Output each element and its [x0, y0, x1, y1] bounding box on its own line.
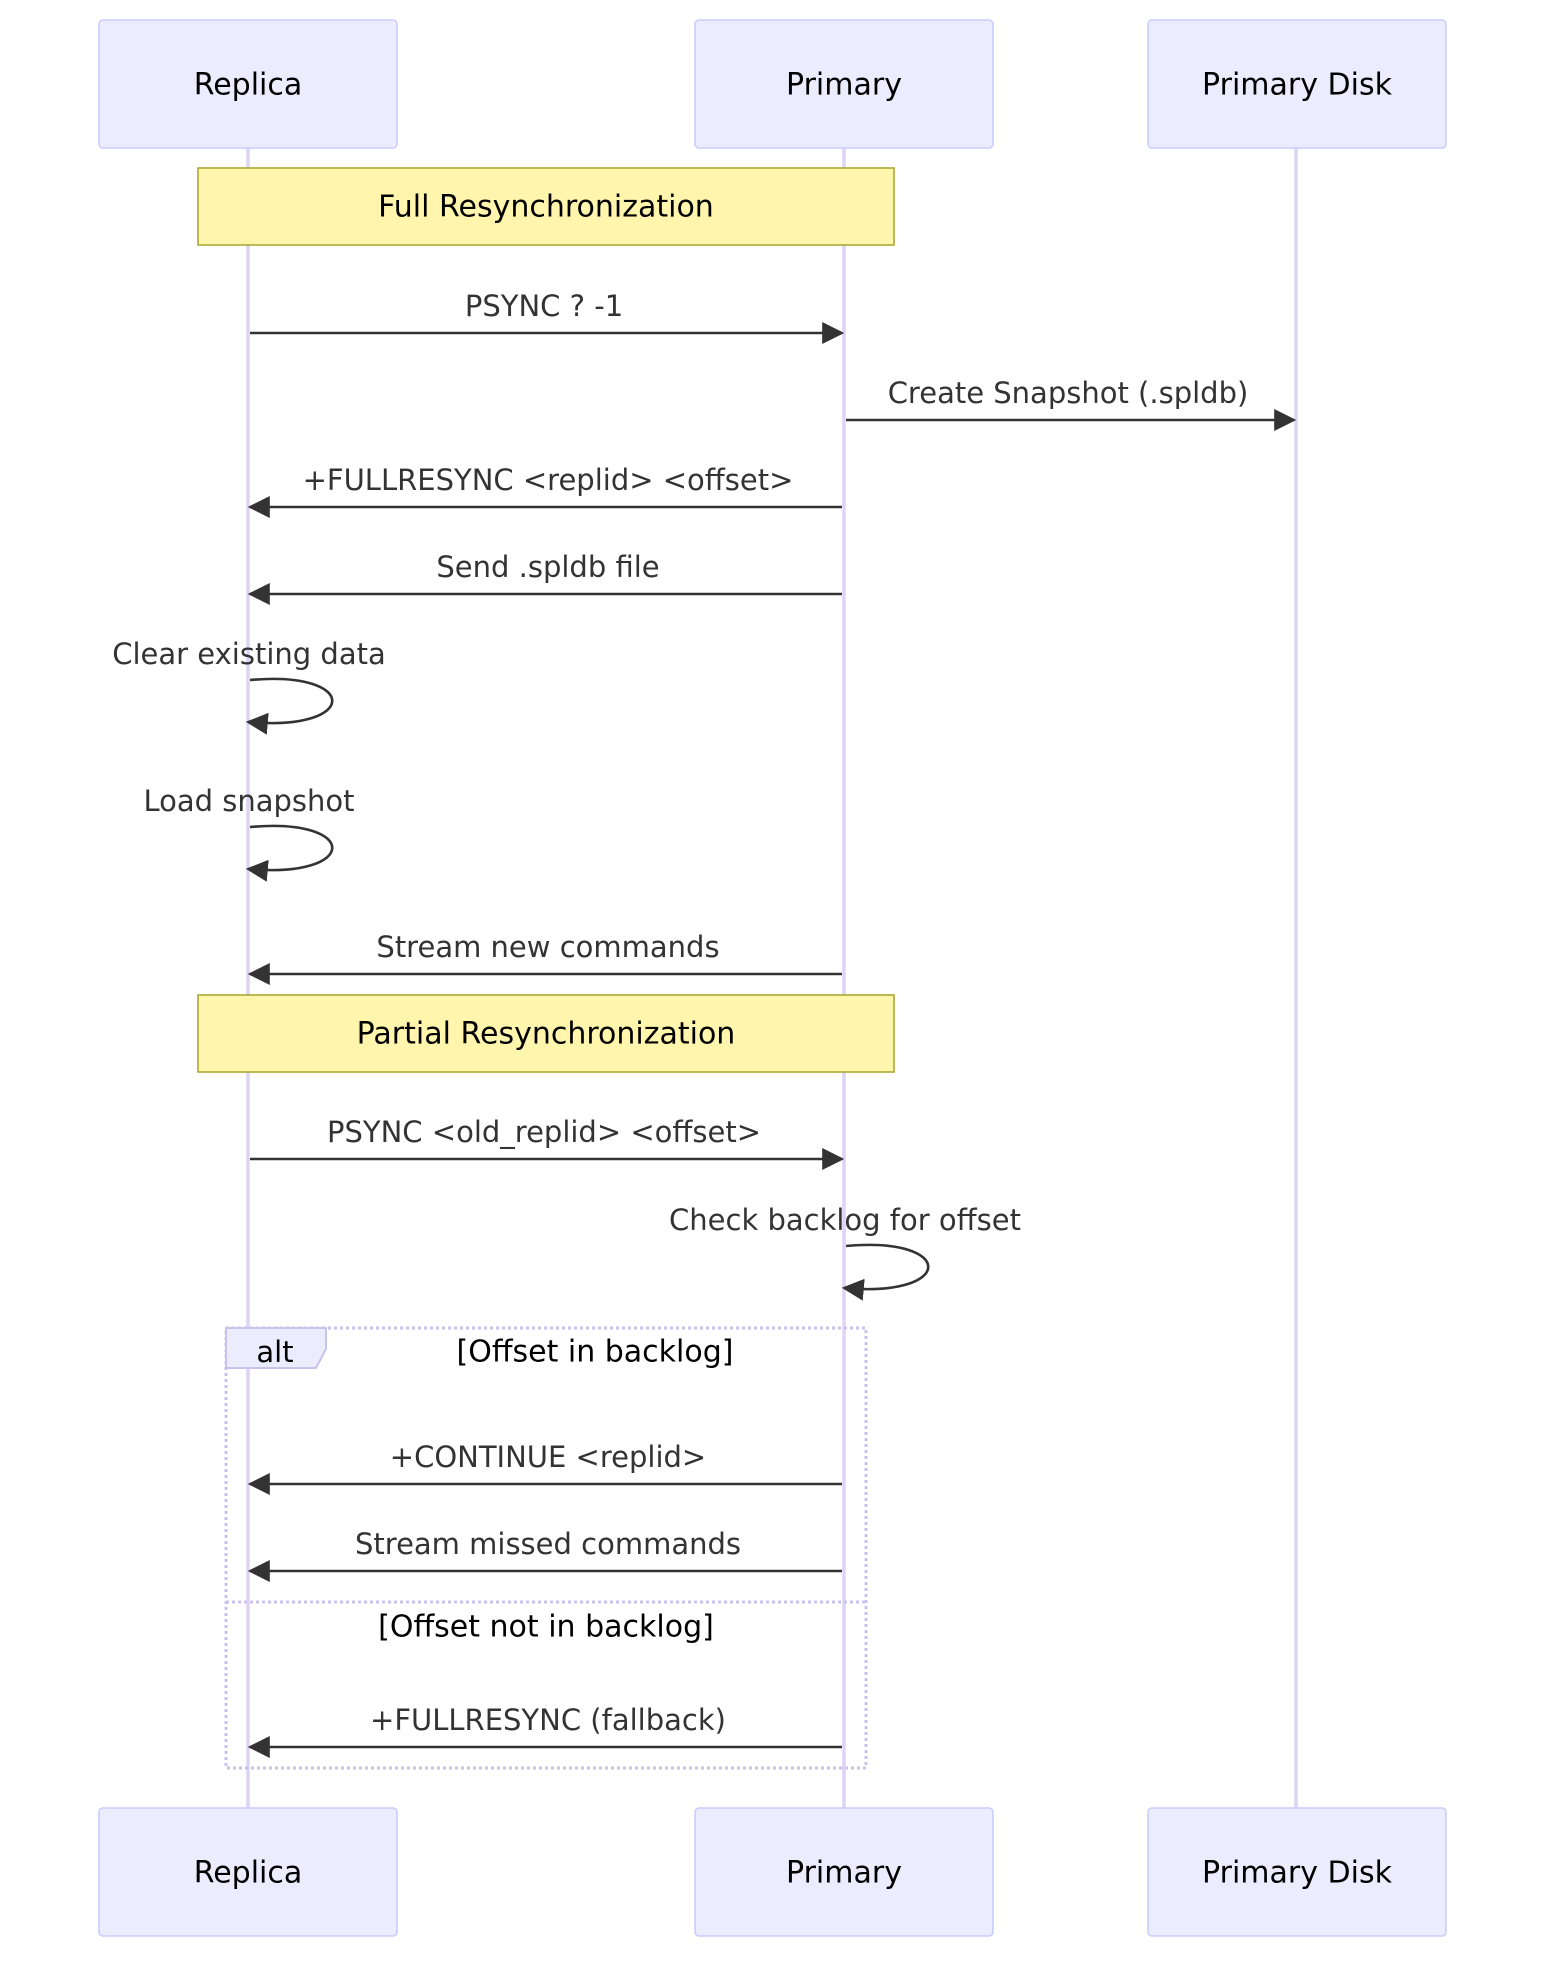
message-load-snapshot-label: Load snapshot: [143, 784, 354, 818]
message-send-file-label: Send .spldb file: [436, 550, 659, 584]
message-psync-initial: PSYNC ? -1: [250, 289, 845, 344]
message-clear-data-label: Clear existing data: [112, 637, 385, 671]
message-check-backlog: Check backlog for offset: [669, 1203, 1021, 1301]
message-stream-missed-label: Stream missed commands: [355, 1527, 741, 1561]
message-clear-data: Clear existing data: [112, 637, 386, 735]
note-partial-resync-label: Partial Resynchronization: [357, 1017, 736, 1052]
arrow-check-backlog: [841, 1243, 930, 1301]
message-psync-initial-label: PSYNC ? -1: [465, 289, 623, 323]
arrow-load-snapshot: [245, 824, 334, 882]
message-stream-new-label: Stream new commands: [376, 930, 719, 964]
actor-primary-disk-bottom-label: Primary Disk: [1202, 1856, 1393, 1891]
message-check-backlog-label: Check backlog for offset: [669, 1203, 1021, 1237]
actor-primary-disk-top-label: Primary Disk: [1202, 68, 1393, 103]
actor-primary-disk-bottom: Primary Disk: [1147, 1807, 1447, 1937]
alt-frame-border: [224, 1326, 868, 1770]
actor-primary-disk-top: Primary Disk: [1147, 19, 1447, 149]
message-create-snapshot-label: Create Snapshot (.spldb): [888, 376, 1249, 410]
actor-replica-bottom-label: Replica: [194, 1856, 303, 1891]
message-continue-label: +CONTINUE <replid>: [390, 1440, 706, 1474]
actor-primary-top-label: Primary: [786, 68, 902, 103]
message-fullresync-fallback-label: +FULLRESYNC (fallback): [370, 1703, 726, 1737]
actor-replica-bottom: Replica: [98, 1807, 398, 1937]
note-full-resync-label: Full Resynchronization: [378, 190, 714, 225]
actor-primary-bottom: Primary: [694, 1807, 994, 1937]
message-load-snapshot: Load snapshot: [143, 784, 355, 882]
alt-tab: [225, 1327, 327, 1369]
message-fullresync: +FULLRESYNC <replid> <offset>: [247, 463, 842, 518]
message-create-snapshot: Create Snapshot (.spldb): [846, 376, 1297, 431]
actor-replica-top-label: Replica: [194, 68, 303, 103]
alt-condition-1: [Offset in backlog]: [457, 1335, 734, 1370]
alt-condition-2: [Offset not in backlog]: [378, 1610, 714, 1645]
message-stream-missed: Stream missed commands: [247, 1527, 842, 1582]
message-fullresync-fallback: +FULLRESYNC (fallback): [247, 1703, 842, 1758]
message-send-file: Send .spldb file: [247, 550, 842, 605]
arrow-clear-data: [245, 677, 334, 735]
alt-label: alt: [256, 1335, 293, 1369]
message-psync-partial-label: PSYNC <old_replid> <offset>: [327, 1115, 761, 1149]
note-full-resync: Full Resynchronization: [197, 167, 895, 246]
message-continue: +CONTINUE <replid>: [247, 1440, 842, 1495]
actor-replica-top: Replica: [98, 19, 398, 149]
message-stream-new: Stream new commands: [247, 930, 842, 985]
message-fullresync-label: +FULLRESYNC <replid> <offset>: [303, 463, 794, 497]
actor-primary-bottom-label: Primary: [786, 1856, 902, 1891]
actor-primary-top: Primary: [694, 19, 994, 149]
note-partial-resync: Partial Resynchronization: [197, 994, 895, 1073]
message-psync-partial: PSYNC <old_replid> <offset>: [250, 1115, 845, 1170]
alt-frame: alt [Offset in backlog] [Offset not in b…: [224, 1326, 868, 1770]
